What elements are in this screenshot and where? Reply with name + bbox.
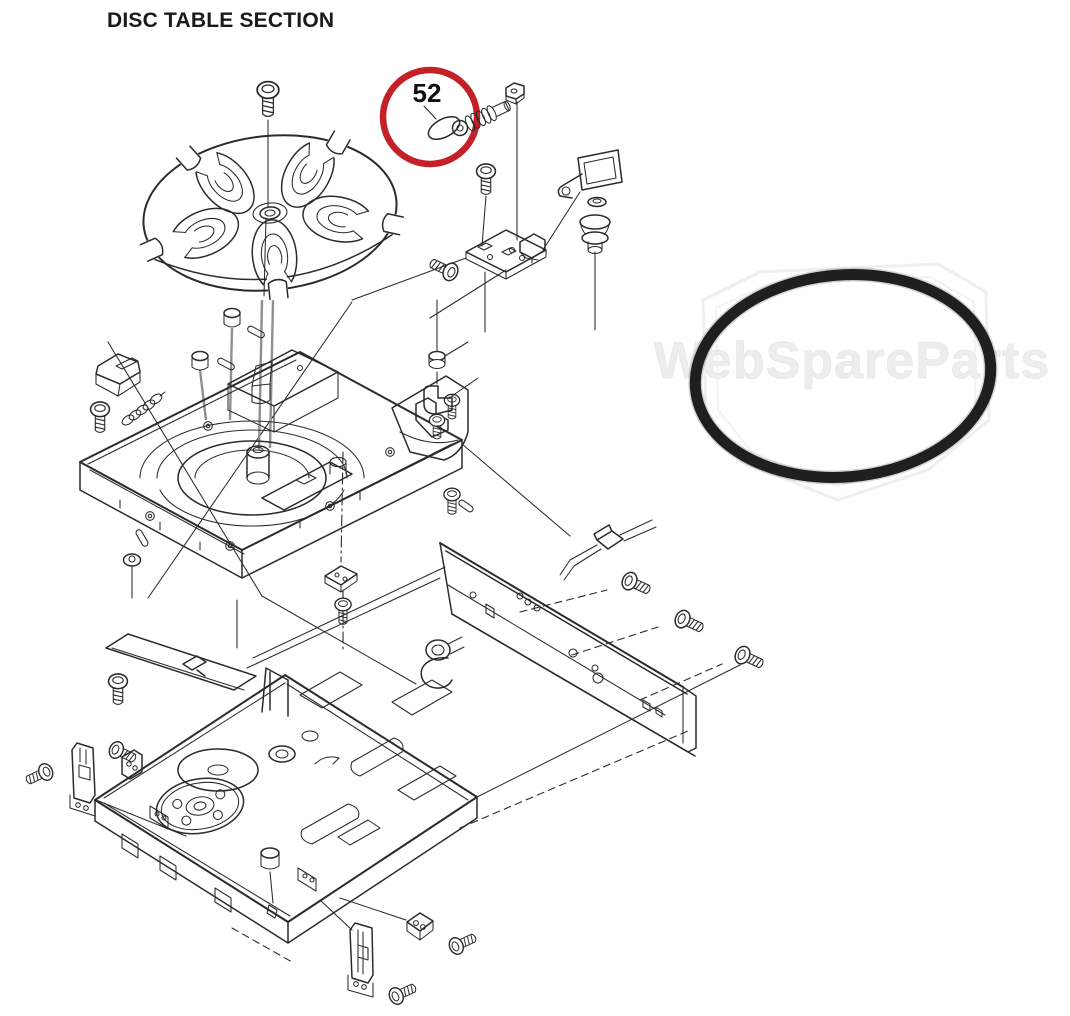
motor-assembly <box>519 149 623 264</box>
clamp-plate-assembly <box>425 163 547 284</box>
motor-pulley <box>579 214 611 255</box>
page-title: DISC TABLE SECTION <box>107 9 335 32</box>
slider-bracket-bottom <box>347 922 420 1008</box>
bottom-chassis <box>94 667 478 944</box>
slider-bracket-left <box>22 738 143 817</box>
disc-table <box>138 128 406 302</box>
spindle-hub <box>246 445 353 511</box>
mid-chassis <box>79 299 479 625</box>
callout-number: 52 <box>413 78 442 108</box>
worm-gear-assembly <box>451 82 525 137</box>
flex-cable <box>105 599 257 706</box>
guide-rod-column <box>423 299 479 440</box>
top-bracket <box>505 82 525 105</box>
motor-bracket <box>519 233 546 264</box>
panel-screws <box>618 569 768 674</box>
disc-table-screw <box>256 80 280 297</box>
cable-grommet <box>420 636 465 689</box>
dash-column-bracket <box>324 565 358 625</box>
assembly-lines <box>95 101 741 963</box>
belt-photo: WebSpareParts <box>653 262 1050 502</box>
roller-pin <box>122 529 149 599</box>
callout-52: 52 <box>379 66 481 168</box>
connector-wires <box>559 519 657 581</box>
left-bracket-spring <box>89 353 166 434</box>
rear-panel <box>420 519 768 757</box>
drive-belt-ring-core <box>689 269 997 483</box>
clamp-plate <box>465 229 547 280</box>
gear-train <box>155 730 319 835</box>
bottom-roller <box>260 847 280 919</box>
spacers <box>191 307 265 371</box>
raised-block <box>227 349 339 433</box>
corner-bracket-bottom <box>406 912 480 958</box>
